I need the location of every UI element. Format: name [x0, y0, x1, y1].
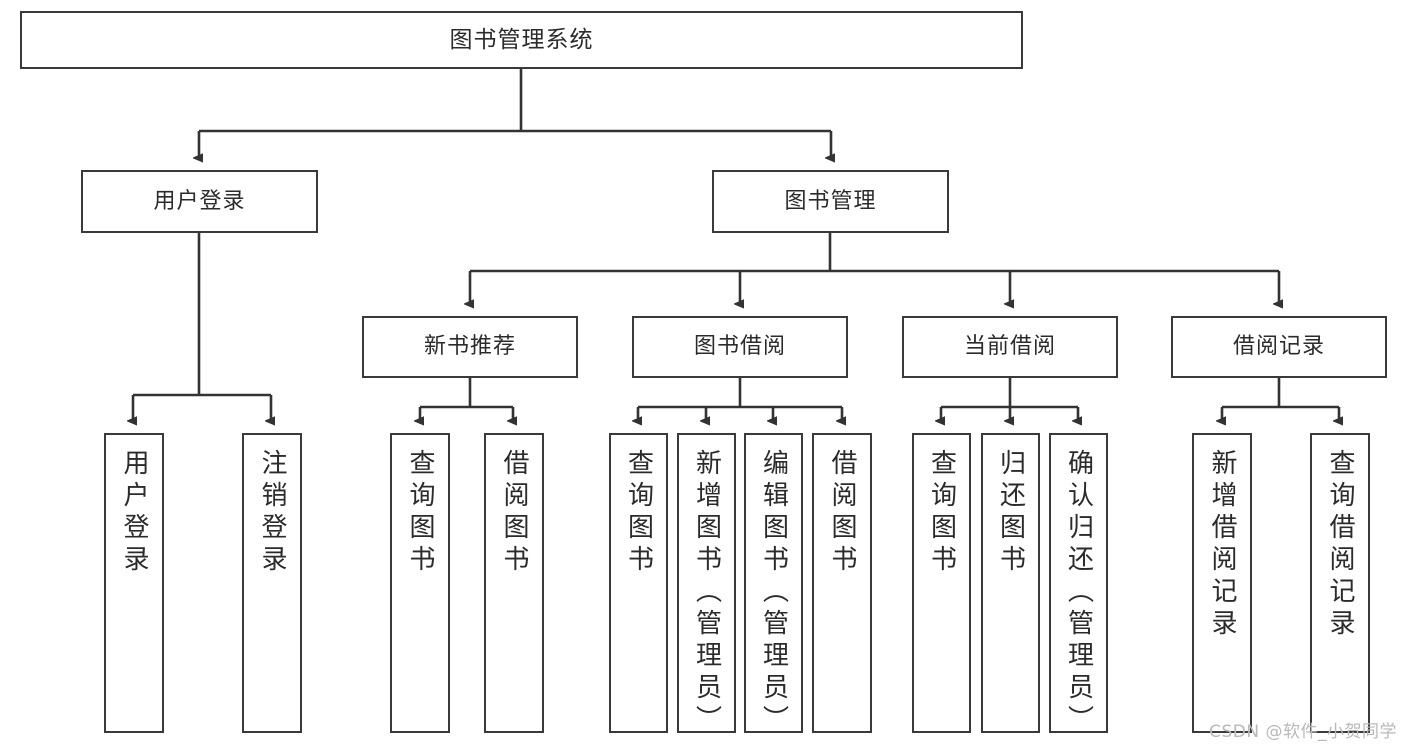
node-new-book-recommend[interactable]: 新书推荐 — [362, 316, 578, 378]
leaf-borrow-book-2[interactable]: 借阅图书 — [812, 433, 872, 733]
node-label: 用户登录 — [153, 188, 246, 214]
leaf-confirm-return[interactable]: 确认归还（管理员） — [1049, 433, 1108, 737]
leaf-query-book-2[interactable]: 查询图书 — [609, 433, 668, 733]
node-label: 图书借阅 — [693, 334, 786, 360]
node-label: 编辑图书（管理员） — [758, 449, 789, 737]
node-root-system[interactable]: 图书管理系统 — [20, 11, 1023, 69]
node-label: 查询图书 — [405, 449, 435, 577]
node-book-management[interactable]: 图书管理 — [712, 170, 949, 233]
leaf-return-book[interactable]: 归还图书 — [981, 433, 1040, 733]
node-label: 新增图书（管理员） — [691, 449, 722, 737]
node-label: 当前借阅 — [963, 334, 1056, 360]
node-user-login[interactable]: 用户登录 — [81, 170, 318, 233]
node-label: 借阅图书 — [499, 449, 529, 577]
node-label: 用户登录 — [119, 449, 149, 577]
node-label: 归还图书 — [995, 449, 1026, 577]
node-borrow-record[interactable]: 借阅记录 — [1171, 316, 1387, 378]
node-label: 确认归还（管理员） — [1063, 449, 1094, 737]
leaf-query-book-1[interactable]: 查询图书 — [390, 433, 450, 733]
node-label: 借阅图书 — [827, 449, 857, 577]
leaf-user-login[interactable]: 用户登录 — [104, 433, 164, 733]
node-label: 新书推荐 — [423, 334, 516, 360]
leaf-logout-login[interactable]: 注销登录 — [242, 433, 302, 733]
node-label: 注销登录 — [257, 449, 287, 577]
node-label: 图书管理 — [784, 188, 877, 214]
node-current-borrow[interactable]: 当前借阅 — [902, 316, 1118, 378]
node-book-borrow[interactable]: 图书借阅 — [632, 316, 848, 378]
leaf-query-book-3[interactable]: 查询图书 — [912, 433, 971, 733]
leaf-add-book[interactable]: 新增图书（管理员） — [677, 433, 736, 737]
node-label: 查询图书 — [623, 449, 654, 577]
node-label: 借阅记录 — [1232, 334, 1325, 360]
leaf-borrow-book-1[interactable]: 借阅图书 — [484, 433, 544, 733]
leaf-edit-book[interactable]: 编辑图书（管理员） — [744, 433, 803, 737]
node-label: 查询借阅记录 — [1325, 449, 1355, 641]
node-label: 新增借阅记录 — [1207, 449, 1237, 641]
node-label: 图书管理系统 — [449, 26, 594, 53]
leaf-add-borrow-record[interactable]: 新增借阅记录 — [1192, 433, 1252, 733]
leaf-query-borrow-record[interactable]: 查询借阅记录 — [1310, 433, 1370, 733]
node-label: 查询图书 — [926, 449, 957, 577]
